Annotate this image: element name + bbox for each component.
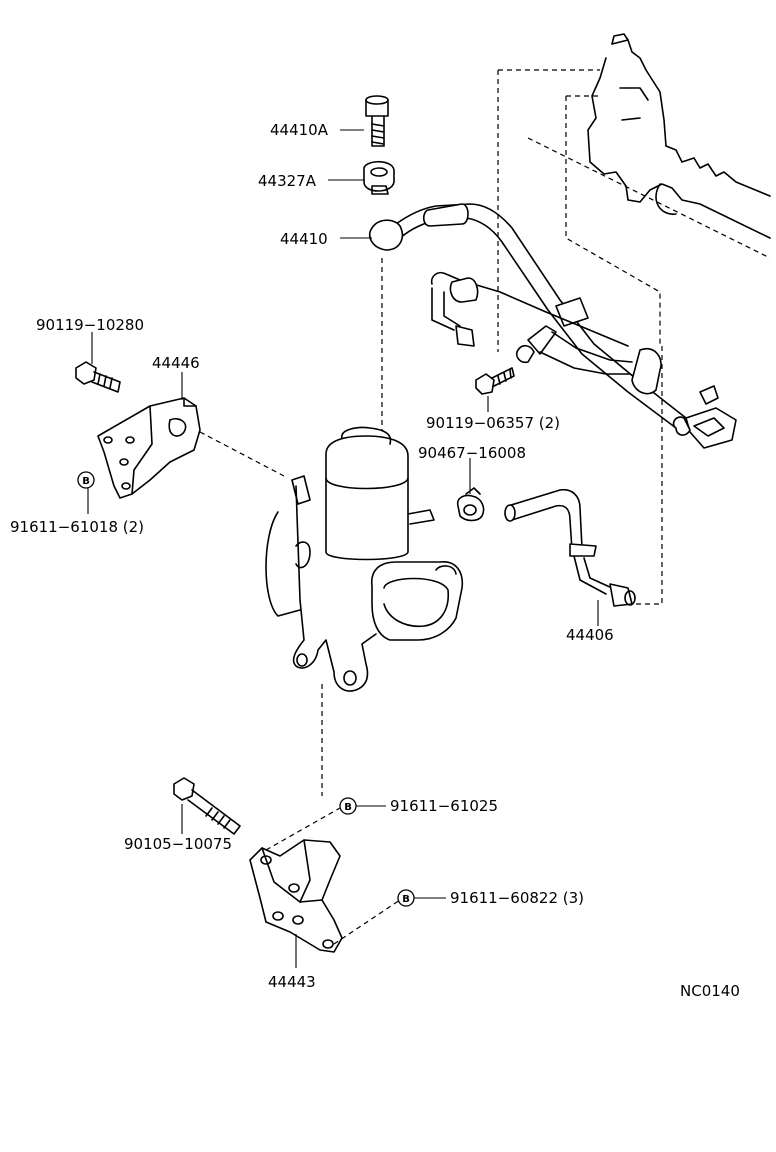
label-44443: 44443 (268, 973, 316, 991)
label-44410: 44410 (280, 230, 328, 248)
vane-pump (265, 426, 464, 692)
label-90467-16008: 90467−16008 (418, 444, 526, 462)
bolt-90119-10280 (75, 361, 121, 393)
union-bolt-44410A (365, 95, 389, 147)
bolt-90119-06357 (475, 367, 515, 395)
label-91611-60822: 91611−60822 (3) (450, 889, 584, 907)
diagram-code: NC0140 (680, 982, 740, 1000)
label-44410A: 44410A (270, 121, 329, 139)
bracket-44443 (249, 839, 343, 953)
badge-b-91611-61018: B (77, 471, 95, 489)
assembly-guide-lines (199, 258, 663, 945)
bolt-90105-10075 (173, 777, 241, 835)
svg-text:B: B (82, 476, 90, 487)
svg-text:B: B (344, 802, 352, 813)
label-44327A: 44327A (258, 172, 317, 190)
label-90105-10075: 90105−10075 (124, 835, 232, 853)
label-44406: 44406 (566, 626, 614, 644)
return-tube (430, 271, 633, 375)
badge-b-91611-61025: B (339, 797, 357, 815)
label-91611-61025: 91611−61025 (390, 797, 498, 815)
label-90119-06357: 90119−06357 (2) (426, 414, 560, 432)
pressure-feed-tube (368, 203, 737, 449)
label-44446: 44446 (152, 354, 200, 372)
label-91611-61018: 91611−61018 (2) (10, 518, 144, 536)
bracket-44446 (97, 397, 201, 499)
badge-b-91611-60822: B (397, 889, 415, 907)
svg-text:B: B (402, 894, 410, 905)
label-90119-10280: 90119−10280 (36, 316, 144, 334)
gasket-44327A (363, 160, 395, 195)
steering-gear-housing (497, 33, 771, 352)
suction-hose-44406 (504, 488, 636, 607)
hose-clip-90467-16008 (456, 487, 485, 522)
leader-lines (87, 129, 599, 968)
